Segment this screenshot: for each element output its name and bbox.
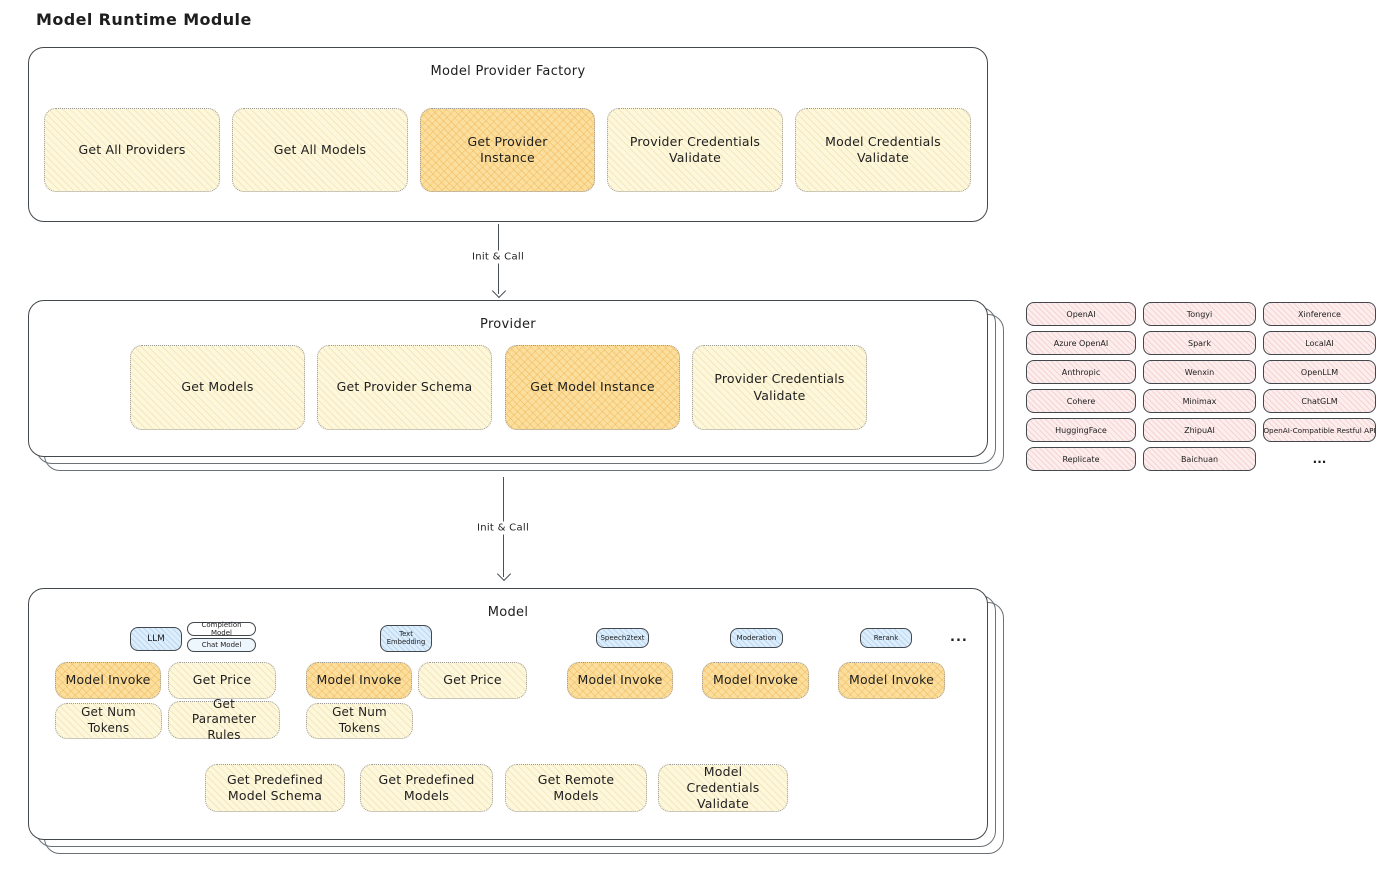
arrow-provider-to-model-head: [496, 566, 512, 582]
node-get-remote-models: Get Remote Models: [505, 764, 647, 812]
provider-item-tongyi: Tongyi: [1143, 302, 1256, 326]
node-model-credentials-validate-factory: Model Credentials Validate: [795, 108, 971, 192]
node-llm-get-parameter-rules: Get Parameter Rules: [168, 697, 280, 742]
tag-speech2text: Speech2text: [596, 628, 649, 648]
tag-text-embedding: Text Embedding: [380, 625, 432, 652]
provider-item-spark: Spark: [1143, 331, 1256, 355]
factory-box-title: Model Provider Factory: [430, 64, 586, 79]
arrow-factory-to-provider-head: [491, 283, 507, 299]
provider-item-localai: LocalAI: [1263, 331, 1376, 355]
provider-item-replicate: Replicate: [1026, 447, 1136, 471]
model-box-title: Model: [487, 605, 529, 620]
provider-item-azure-openai: Azure OpenAI: [1026, 331, 1136, 355]
node-provider-credentials-validate: Provider Credentials Validate: [692, 345, 867, 430]
provider-item-openllm: OpenLLM: [1263, 360, 1376, 384]
tags-more-ellipsis: ...: [950, 630, 968, 645]
provider-item-huggingface: HuggingFace: [1026, 418, 1136, 442]
node-speech2text-model-invoke: Model Invoke: [567, 662, 673, 699]
providers-grid: OpenAI Tongyi Xinference Azure OpenAI Sp…: [1026, 302, 1376, 471]
node-rerank-model-invoke: Model Invoke: [838, 662, 945, 699]
node-get-predefined-model-schema: Get Predefined Model Schema: [205, 764, 345, 812]
tag-moderation: Moderation: [730, 628, 783, 648]
node-get-all-models: Get All Models: [232, 108, 408, 192]
node-get-model-instance: Get Model Instance: [505, 345, 680, 430]
provider-item-chatglm: ChatGLM: [1263, 389, 1376, 413]
node-get-models: Get Models: [130, 345, 305, 430]
node-get-provider-schema: Get Provider Schema: [317, 345, 492, 430]
provider-item-baichuan: Baichuan: [1143, 447, 1256, 471]
provider-item-zhipuai: ZhipuAI: [1143, 418, 1256, 442]
node-get-predefined-models: Get Predefined Models: [360, 764, 493, 812]
tag-completion-model: Completion Model: [187, 621, 256, 637]
provider-item-cohere: Cohere: [1026, 389, 1136, 413]
node-embedding-get-num-tokens: Get Num Tokens: [306, 703, 413, 739]
providers-more-ellipsis: ...: [1312, 452, 1327, 466]
node-moderation-model-invoke: Model Invoke: [702, 662, 809, 699]
tag-llm: LLM: [130, 627, 182, 651]
provider-item-openai-compatible: OpenAI-Compatible Restful API: [1263, 418, 1376, 442]
node-llm-get-num-tokens: Get Num Tokens: [55, 703, 162, 739]
tag-rerank: Rerank: [860, 628, 912, 648]
page-title: Model Runtime Module: [36, 10, 252, 29]
node-llm-get-price: Get Price: [168, 662, 276, 699]
node-provider-credentials-validate-factory: Provider Credentials Validate: [607, 108, 783, 192]
node-llm-model-invoke: Model Invoke: [55, 662, 161, 699]
node-get-provider-instance: Get Provider Instance: [420, 108, 595, 192]
provider-item-wenxin: Wenxin: [1143, 360, 1256, 384]
provider-item-minimax: Minimax: [1143, 389, 1256, 413]
tag-chat-model: Chat Model: [187, 638, 256, 652]
node-embedding-get-price: Get Price: [418, 662, 527, 699]
provider-box-title: Provider: [480, 317, 536, 332]
provider-item-openai: OpenAI: [1026, 302, 1136, 326]
provider-item-anthropic: Anthropic: [1026, 360, 1136, 384]
arrow2-label: Init & Call: [471, 521, 535, 535]
node-get-all-providers: Get All Providers: [44, 108, 220, 192]
provider-item-xinference: Xinference: [1263, 302, 1376, 326]
node-model-credentials-validate: Model Credentials Validate: [658, 764, 788, 812]
arrow1-label: Init & Call: [466, 250, 530, 264]
node-embedding-model-invoke: Model Invoke: [306, 662, 412, 699]
